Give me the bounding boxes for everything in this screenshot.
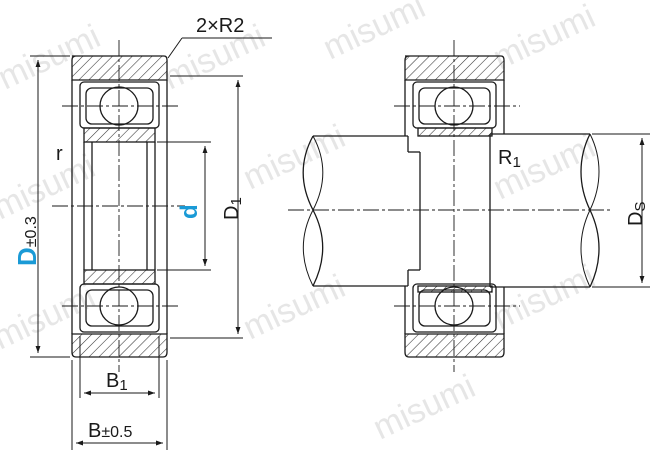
- B1-dimension-label: B1: [106, 370, 128, 394]
- R1-label: R1: [498, 147, 521, 171]
- B-dimension-label: B±0.5: [88, 420, 132, 442]
- svg-text:D±0.3: D±0.3: [12, 216, 42, 266]
- right-dimensions: [592, 133, 650, 288]
- left-centerlines: [52, 40, 185, 372]
- Ds-subscript: S: [632, 202, 649, 212]
- d-dimension-label: d: [176, 204, 203, 219]
- B-tolerance: ±0.5: [101, 424, 132, 441]
- B1-letter: B: [106, 370, 119, 392]
- outer-ring-top-right: [404, 55, 505, 81]
- Ds-letter: D: [625, 212, 647, 226]
- outer-ring-top: [71, 55, 168, 81]
- outer-ring-bottom-right: [404, 333, 505, 358]
- watermark-text: misumi: [237, 117, 351, 197]
- inner-ring-top-right: [417, 127, 493, 137]
- D-letter: D: [12, 247, 42, 266]
- Ds-dimension-label: DS: [625, 202, 649, 226]
- svg-text:DS: DS: [625, 202, 649, 226]
- inner-ring-bottom: [83, 269, 156, 285]
- watermark-text: misumi: [367, 367, 481, 447]
- watermark-text: misumi: [237, 267, 351, 347]
- B1-subscript: 1: [119, 377, 127, 394]
- D1-letter: D: [221, 206, 243, 220]
- D1-dimension-label: D1: [221, 197, 245, 220]
- d-label: d: [176, 204, 203, 219]
- right-centerlines: [288, 40, 612, 372]
- R1-letter: R: [498, 147, 512, 169]
- chamfer-label: 2×R2: [196, 15, 244, 37]
- inner-ring-bottom-right: [417, 285, 493, 293]
- D-tolerance: ±0.3: [23, 216, 40, 247]
- left-labels: 2×R2 r D±0.3 d D1 B1 B±0.5: [12, 15, 245, 442]
- R1-subscript: 1: [512, 154, 520, 171]
- D-dimension-label: D±0.3: [12, 216, 42, 266]
- left-dimensions: [30, 37, 272, 450]
- D1-subscript: 1: [228, 197, 245, 205]
- right-labels: R1 DS: [498, 147, 649, 226]
- B-letter: B: [88, 420, 101, 442]
- inner-ring-top: [83, 127, 156, 143]
- right-bearing-view: [404, 55, 505, 358]
- svg-text:D1: D1: [221, 197, 245, 220]
- watermark-text: misumi: [0, 147, 101, 227]
- r-label: r: [56, 143, 63, 165]
- left-bearing-view: [71, 55, 168, 358]
- outer-ring-bottom: [71, 333, 168, 358]
